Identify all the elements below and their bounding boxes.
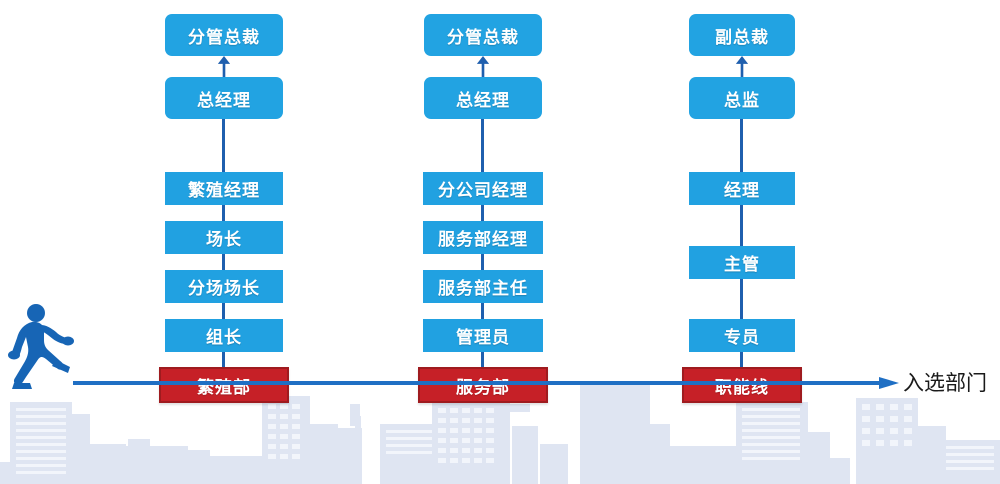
node-label: 经理: [724, 181, 760, 200]
node-label: 副总裁: [715, 27, 769, 47]
position-node[interactable]: 主管: [689, 246, 795, 279]
node-label: 服务部主任: [438, 279, 528, 298]
cityscape-background-icon: [0, 384, 1000, 484]
node-label: 服务部经理: [438, 230, 528, 249]
position-node[interactable]: 分管总裁: [165, 14, 283, 56]
position-node[interactable]: 专员: [689, 319, 795, 352]
arrow-right-icon: [879, 377, 899, 389]
node-label: 分场场长: [188, 279, 260, 298]
position-node[interactable]: 服务部主任: [423, 270, 543, 303]
position-node[interactable]: 组长: [165, 319, 283, 352]
node-label: 管理员: [456, 328, 510, 347]
walking-person-icon: [8, 304, 74, 389]
node-label: 繁殖部: [197, 377, 251, 397]
arrow-up-icon: [217, 56, 231, 77]
ladder-column-service: 分管总裁总经理分公司经理服务部经理服务部主任管理员服务部: [383, 0, 583, 484]
department-node[interactable]: 职能线: [682, 367, 802, 403]
position-node[interactable]: 繁殖经理: [165, 172, 283, 205]
node-label: 专员: [724, 328, 760, 347]
node-label: 总监: [724, 90, 760, 110]
position-node[interactable]: 副总裁: [689, 14, 795, 56]
axis-label: 入选部门: [903, 372, 987, 395]
department-node[interactable]: 服务部: [418, 367, 548, 403]
ladder-column-functional: 副总裁总监经理主管专员职能线: [642, 0, 842, 484]
node-label: 服务部: [456, 377, 510, 397]
position-node[interactable]: 分管总裁: [424, 14, 542, 56]
arrow-up-icon: [476, 56, 490, 77]
position-node[interactable]: 经理: [689, 172, 795, 205]
ladder-column-breeding: 分管总裁总经理繁殖经理场长分场场长组长繁殖部: [124, 0, 324, 484]
node-label: 场长: [206, 230, 242, 249]
node-label: 总经理: [197, 90, 251, 110]
node-label: 职能线: [715, 377, 769, 397]
axis-line: [73, 381, 883, 385]
node-label: 分公司经理: [438, 181, 528, 200]
position-node[interactable]: 分场场长: [165, 270, 283, 303]
arrow-up-icon: [735, 56, 749, 77]
node-label: 分管总裁: [188, 27, 260, 47]
department-node[interactable]: 繁殖部: [159, 367, 289, 403]
node-label: 繁殖经理: [188, 181, 260, 200]
position-node[interactable]: 管理员: [423, 319, 543, 352]
position-node[interactable]: 总经理: [424, 77, 542, 119]
node-label: 分管总裁: [447, 27, 519, 47]
node-label: 组长: [206, 328, 242, 347]
position-node[interactable]: 总经理: [165, 77, 283, 119]
position-node[interactable]: 服务部经理: [423, 221, 543, 254]
position-node[interactable]: 场长: [165, 221, 283, 254]
node-label: 主管: [724, 255, 760, 274]
position-node[interactable]: 分公司经理: [423, 172, 543, 205]
node-label: 总经理: [456, 90, 510, 110]
position-node[interactable]: 总监: [689, 77, 795, 119]
